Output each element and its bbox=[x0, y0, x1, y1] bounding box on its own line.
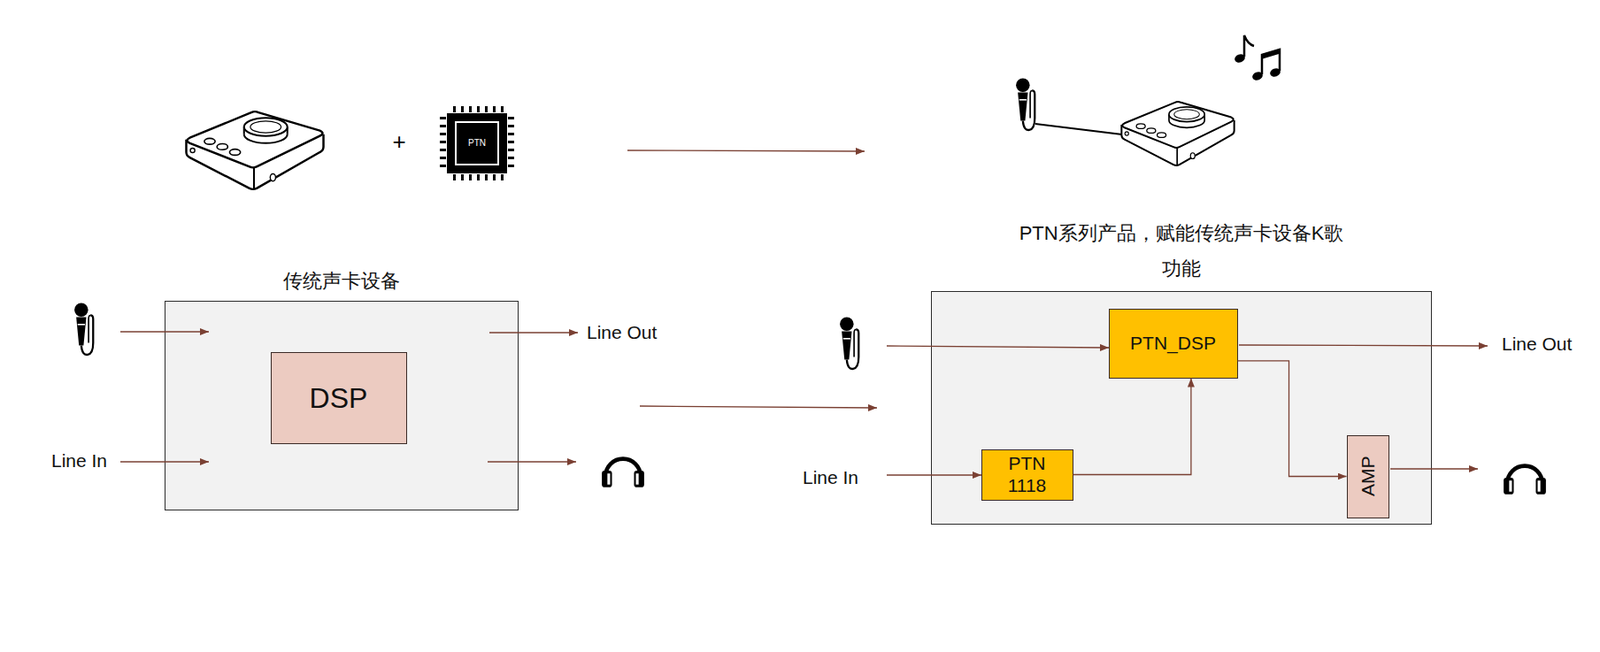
sound-card-icon bbox=[1121, 101, 1234, 166]
signal-connector bbox=[1073, 378, 1192, 476]
panel-heading: 传统声卡设备 bbox=[283, 269, 400, 294]
dsp-chip-block: PTN_DSP bbox=[1108, 308, 1239, 379]
chip-pin bbox=[439, 164, 447, 168]
chip-die bbox=[455, 122, 499, 165]
chip-pin bbox=[439, 132, 447, 136]
microphone-icon bbox=[839, 317, 859, 370]
chip-marking: PTN bbox=[468, 138, 486, 149]
transform-arrow bbox=[627, 150, 865, 152]
chip-pin bbox=[439, 116, 447, 120]
chip-pin bbox=[507, 156, 515, 160]
headphones-icon bbox=[1503, 466, 1547, 495]
chip-pin bbox=[439, 140, 447, 144]
codec-chip-block: PTN 1118 bbox=[981, 449, 1074, 501]
chip-pin bbox=[476, 174, 480, 181]
chip-body bbox=[446, 113, 508, 174]
chip-pin bbox=[439, 124, 447, 128]
chip-pin bbox=[439, 148, 447, 152]
signal-arrow bbox=[1390, 468, 1478, 470]
block-label: PTN 1118 bbox=[1000, 453, 1054, 496]
panel-heading: PTN系列产品，赋能传统声卡设备K歌功能 bbox=[1016, 215, 1347, 287]
headphones-icon bbox=[601, 459, 645, 488]
port-label: Line Out bbox=[586, 321, 657, 344]
signal-connector bbox=[1238, 361, 1347, 477]
signal-arrow bbox=[487, 461, 577, 462]
chip-pin bbox=[492, 106, 496, 113]
device-panel: 传统声卡设备DSP bbox=[164, 300, 519, 511]
chip-pin bbox=[453, 174, 456, 181]
chip-pin bbox=[507, 140, 515, 144]
block-label: AMP bbox=[1355, 456, 1379, 498]
chip-pin bbox=[507, 124, 515, 128]
signal-arrow bbox=[1238, 345, 1488, 347]
chip-pin bbox=[507, 132, 515, 136]
chip-pin bbox=[439, 156, 447, 160]
signal-arrow bbox=[886, 474, 982, 476]
transform-arrow bbox=[639, 406, 877, 408]
signal-arrow bbox=[886, 346, 1109, 348]
mic-cable bbox=[1035, 123, 1123, 135]
chip-pin bbox=[507, 116, 515, 120]
signal-arrow bbox=[120, 461, 209, 462]
port-label: Line Out bbox=[1501, 332, 1572, 355]
port-label: Line In bbox=[51, 449, 108, 472]
chip-pin bbox=[500, 106, 504, 113]
block-label: DSP bbox=[309, 380, 369, 416]
chip-pin bbox=[500, 174, 504, 181]
chip-pin bbox=[476, 106, 480, 113]
port-label: Line In bbox=[802, 466, 859, 489]
signal-arrow bbox=[120, 330, 209, 332]
microphone-icon bbox=[74, 303, 93, 355]
chip-pin bbox=[484, 174, 488, 181]
music-notes bbox=[1233, 35, 1282, 82]
chip-pins bbox=[439, 106, 515, 181]
chip-pin bbox=[453, 106, 456, 113]
chip-pin bbox=[461, 106, 464, 113]
chip-pin bbox=[492, 174, 496, 181]
sound-card-icon bbox=[185, 111, 324, 190]
chip-pin bbox=[507, 164, 515, 168]
signal-arrow bbox=[489, 331, 578, 333]
chip-pin bbox=[469, 174, 472, 181]
chip-pin bbox=[484, 106, 488, 113]
block-label: PTN_DSP bbox=[1130, 331, 1216, 355]
plus-sign: + bbox=[392, 128, 406, 156]
chip-pin bbox=[469, 106, 472, 113]
chip-pin bbox=[461, 174, 464, 181]
amplifier-block: AMP bbox=[1346, 435, 1390, 519]
dsp-block: DSP bbox=[270, 352, 408, 445]
microphone-icon bbox=[1015, 78, 1035, 131]
device-panel: PTN系列产品，赋能传统声卡设备K歌功能PTN_DSPPTN 1118AMP bbox=[930, 291, 1432, 525]
chip-pin bbox=[507, 148, 515, 152]
